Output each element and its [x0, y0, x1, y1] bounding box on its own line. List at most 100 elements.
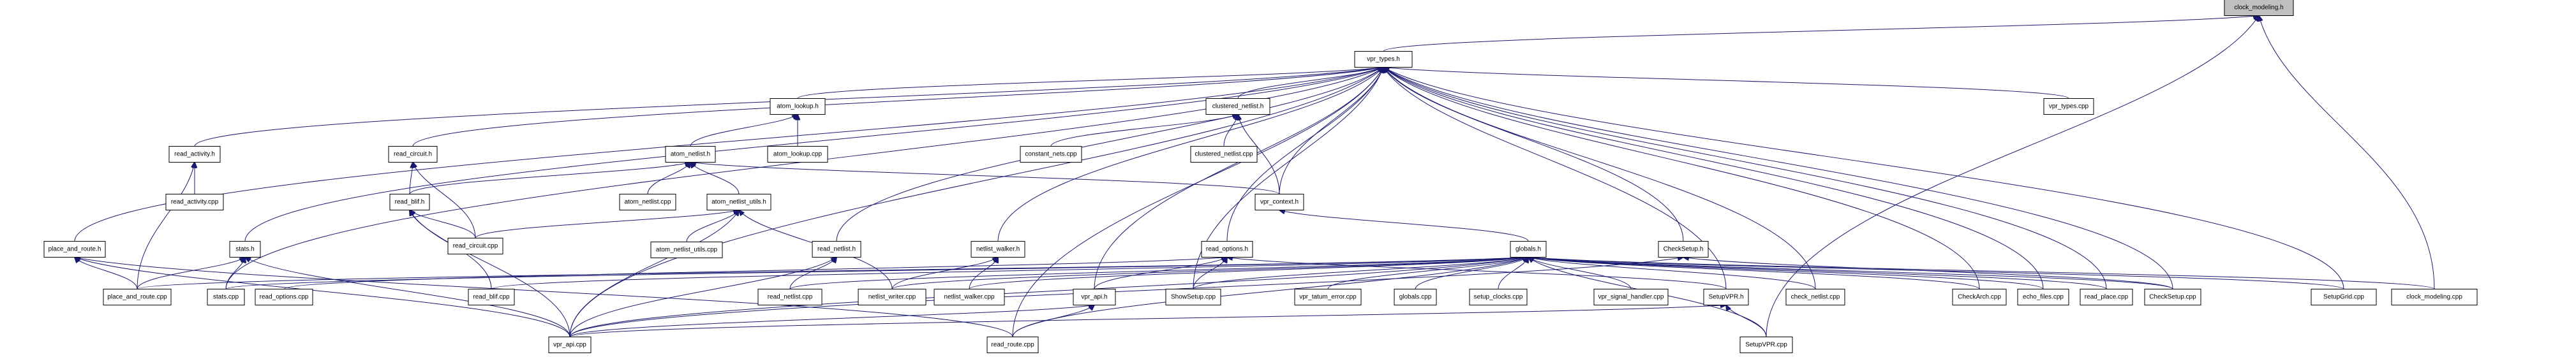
edge-vpr-api-cpp-to-vpr-api-h	[569, 305, 1094, 337]
edge-read-route-cpp-to-vpr-types-h	[1012, 68, 1383, 337]
nodes-layer: clock_modeling.h vpr_types.h atom_lookup.h…	[43, 0, 2478, 353]
edge-line	[1383, 68, 1727, 289]
edge-line	[1528, 258, 1816, 289]
node-read-activity-h[interactable]: read_activity.h	[168, 146, 221, 163]
node-clustered-netlist-h[interactable]: clustered_netlist.h	[1205, 98, 1270, 115]
node-echo-files-cpp[interactable]: echo_files.cpp	[2017, 289, 2069, 305]
node-check-netlist-cpp[interactable]: check_netlist.cpp	[1785, 289, 1845, 305]
node-atom-netlist-utils-cpp[interactable]: atom_netlist_utils.cpp	[650, 242, 723, 258]
edge-line	[1528, 258, 2044, 289]
node-atom-netlist-h[interactable]: atom_netlist.h	[665, 146, 716, 163]
node-label: atom_netlist_utils.h	[711, 199, 766, 206]
node-read-blif-h[interactable]: read_blif.h	[389, 194, 430, 210]
node-atom-netlist-utils-h[interactable]: atom_netlist_utils.h	[706, 194, 771, 210]
node-netlist-walker-cpp[interactable]: netlist_walker.cpp	[934, 289, 1005, 305]
node-box	[168, 146, 221, 163]
node-read-blif-cpp[interactable]: read_blif.cpp	[468, 289, 515, 305]
edge-line	[137, 258, 1528, 289]
node-box	[2391, 289, 2478, 305]
edge-vpr-api-cpp-to-read-netlist-h	[569, 258, 837, 337]
edge-line	[1279, 210, 1529, 242]
node-netlist-walker-h[interactable]: netlist_walker.h	[971, 241, 1025, 258]
edge-setup-clocks-cpp-to-globals-h	[1498, 258, 1528, 289]
node-box	[229, 241, 261, 258]
edge-line	[647, 163, 690, 194]
node-vpr-api-h[interactable]: vpr_api.h	[1073, 289, 1116, 305]
edge-line	[1227, 258, 1727, 289]
edge-line	[1383, 68, 2069, 99]
node-atom-lookup-cpp[interactable]: atom_lookup.cpp	[767, 146, 828, 163]
node-box	[1785, 289, 1845, 305]
node-setup-clocks-cpp[interactable]: setup_clocks.cpp	[1469, 289, 1528, 305]
node-setupvpr-h[interactable]: SetupVPR.h	[1703, 289, 1749, 305]
edge-line	[1193, 258, 1227, 289]
node-clock-modeling-h[interactable]: clock_modeling.h	[2224, 0, 2294, 16]
node-read-activity-cpp[interactable]: read_activity.cpp	[165, 194, 224, 210]
node-checksetup-cpp[interactable]: CheckSetup.cpp	[2144, 289, 2201, 305]
node-vpr-types-h[interactable]: vpr_types.h	[1354, 51, 1413, 68]
node-read-route-cpp[interactable]: read_route.cpp	[986, 337, 1039, 353]
node-label: constant_nets.cpp	[1025, 151, 1077, 158]
node-vpr-api-cpp[interactable]: vpr_api.cpp	[548, 337, 592, 353]
node-box	[619, 194, 676, 210]
node-vpr-context-h[interactable]: vpr_context.h	[1254, 194, 1304, 210]
node-clock-modeling-cpp[interactable]: clock_modeling.cpp	[2391, 289, 2478, 305]
node-label: netlist_walker.cpp	[944, 294, 995, 301]
node-globals-h[interactable]: globals.h	[1510, 241, 1547, 258]
node-checkarch-cpp[interactable]: CheckArch.cpp	[1952, 289, 2007, 305]
node-label: atom_lookup.cpp	[773, 151, 823, 158]
node-box	[767, 146, 828, 163]
node-atom-netlist-cpp[interactable]: atom_netlist.cpp	[619, 194, 676, 210]
node-label: netlist_writer.cpp	[868, 294, 916, 301]
edge-place-and-route-cpp-to-read-activity-h	[137, 163, 195, 289]
node-globals-cpp[interactable]: globals.cpp	[1394, 289, 1437, 305]
edge-check-netlist-cpp-to-globals-h	[1528, 258, 1816, 289]
node-label: vpr_context.h	[1260, 199, 1299, 206]
edge-line	[1528, 258, 2344, 289]
edge-place-and-route-cpp-to-globals-h	[137, 258, 1528, 289]
edge-read-circuit-cpp-to-atom-netlist-utils-h	[475, 210, 739, 238]
node-box	[1593, 289, 1669, 305]
node-netlist-writer-cpp[interactable]: netlist_writer.cpp	[858, 289, 927, 305]
node-box	[650, 242, 723, 258]
node-vpr-signal-handler-cpp[interactable]: vpr_signal_handler.cpp	[1593, 289, 1669, 305]
node-stats-h[interactable]: stats.h	[229, 241, 261, 258]
node-place-and-route-cpp[interactable]: place_and_route.cpp	[103, 289, 172, 305]
node-place-and-route-h[interactable]: place_and_route.h	[43, 241, 106, 258]
node-box	[103, 289, 172, 305]
node-setupvpr-cpp[interactable]: SetupVPR.cpp	[1739, 337, 1793, 353]
node-vpr-tatum-error-cpp[interactable]: vpr_tatum_error.cpp	[1294, 289, 1362, 305]
edge-line	[1383, 16, 2259, 52]
node-read-netlist-cpp[interactable]: read_netlist.cpp	[757, 289, 823, 305]
edge-line	[1383, 68, 2173, 289]
node-vpr-types-cpp[interactable]: vpr_types.cpp	[2043, 98, 2094, 115]
node-stats-cpp[interactable]: stats.cpp	[207, 289, 245, 305]
node-showsetup-cpp[interactable]: ShowSetup.cpp	[1165, 289, 1221, 305]
edge-checkarch-cpp-to-globals-h	[1528, 258, 1980, 289]
node-checksetup-h[interactable]: CheckSetup.h	[1658, 241, 1709, 258]
edge-line	[1498, 258, 1528, 289]
node-read-netlist-h[interactable]: read_netlist.h	[812, 241, 861, 258]
node-read-place-cpp[interactable]: read_place.cpp	[2080, 289, 2133, 305]
node-label: globals.cpp	[1399, 294, 1432, 301]
node-read-circuit-h[interactable]: read_circuit.h	[388, 146, 438, 163]
edge-line	[412, 68, 1383, 147]
edge-check-netlist-cpp-to-vpr-types-h	[1383, 68, 1816, 289]
node-setupgrid-cpp[interactable]: SetupGrid.cpp	[2311, 289, 2377, 305]
edge-vpr-api-h-to-read-options-h	[1094, 258, 1227, 289]
node-read-circuit-cpp[interactable]: read_circuit.cpp	[447, 238, 503, 254]
node-clustered-netlist-cpp[interactable]: clustered_netlist.cpp	[1190, 146, 1258, 163]
edge-line	[137, 258, 245, 289]
edge-line	[2259, 16, 2435, 289]
edge-line	[686, 210, 739, 242]
node-read-options-h[interactable]: read_options.h	[1201, 241, 1253, 258]
node-constant-nets-cpp[interactable]: constant_nets.cpp	[1020, 146, 1082, 163]
node-atom-lookup-h[interactable]: atom_lookup.h	[770, 98, 826, 115]
edge-globals-h-to-vpr-context-h	[1279, 210, 1529, 242]
edge-line	[1383, 68, 1816, 289]
edge-netlist-writer-cpp-to-globals-h	[891, 258, 1528, 289]
node-read-options-cpp[interactable]: read_options.cpp	[255, 289, 313, 305]
node-label: clock_modeling.cpp	[2406, 294, 2462, 301]
edge-line	[409, 163, 690, 194]
